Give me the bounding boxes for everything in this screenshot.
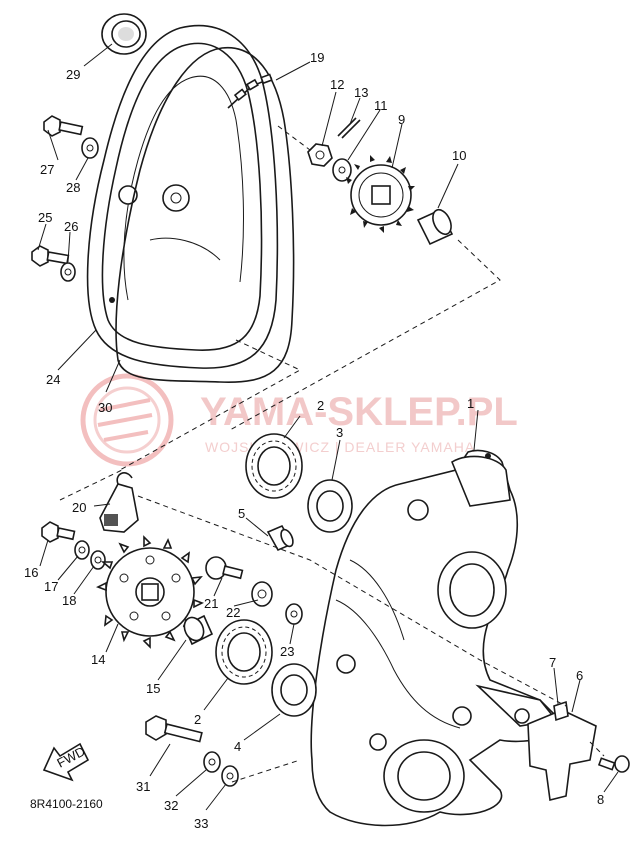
chain-19 xyxy=(227,73,273,109)
bolt-25 xyxy=(31,245,70,267)
callout-9: 9 xyxy=(398,112,405,127)
bolt-16 xyxy=(41,521,76,543)
callout-26: 26 xyxy=(64,219,78,234)
fwd-arrow-icon: FWD xyxy=(42,742,90,782)
bolt-8 xyxy=(597,755,630,773)
callout-29: 29 xyxy=(66,67,80,82)
washer-33 xyxy=(221,765,239,787)
sprocket-9 xyxy=(346,155,415,233)
callout-14: 14 xyxy=(91,652,105,667)
watermark-logo xyxy=(80,373,174,467)
washer-28 xyxy=(81,137,99,159)
callout-10: 10 xyxy=(452,148,466,163)
cotter-pin-13 xyxy=(337,117,361,139)
callout-leaders xyxy=(37,43,619,811)
washer-22 xyxy=(251,581,273,607)
callout-27: 27 xyxy=(40,162,54,177)
callout-7: 7 xyxy=(549,655,556,670)
callout-28: 28 xyxy=(66,180,80,195)
callout-20: 20 xyxy=(72,500,86,515)
watermark: YAMA-SKLEP.PL WOJSKI ŁOWICZ | DEALER YAM… xyxy=(80,373,518,467)
alignment-lines-lower xyxy=(59,469,605,783)
washer-23 xyxy=(285,603,303,625)
bolt-21 xyxy=(205,556,244,580)
nut-12 xyxy=(307,143,333,167)
callout-19: 19 xyxy=(310,50,324,65)
callout-numbers: 1 2 2 3 4 5 6 7 8 9 10 11 12 13 14 15 16… xyxy=(24,50,604,831)
diagram-code: 8R4100-2160 xyxy=(30,797,103,811)
callout-24: 24 xyxy=(46,372,60,387)
callout-22: 22 xyxy=(226,605,240,620)
callout-33: 33 xyxy=(194,816,208,831)
callout-2-lower: 2 xyxy=(194,712,201,727)
callout-3: 3 xyxy=(336,425,343,440)
tensioner-20 xyxy=(99,472,139,533)
washer-26 xyxy=(60,262,76,282)
washer-17 xyxy=(74,540,90,560)
callout-23: 23 xyxy=(280,644,294,659)
bushing-5 xyxy=(266,524,294,552)
callout-6: 6 xyxy=(576,668,583,683)
collar-10 xyxy=(416,208,454,246)
callout-4: 4 xyxy=(234,739,241,754)
callout-32: 32 xyxy=(164,798,178,813)
watermark-title: YAMA-SKLEP.PL xyxy=(200,390,518,434)
alignment-lines-upper xyxy=(119,125,501,471)
callout-11: 11 xyxy=(374,98,388,113)
callout-8: 8 xyxy=(597,792,604,807)
callout-12: 12 xyxy=(330,77,344,92)
callout-25: 25 xyxy=(38,210,52,225)
washer-32 xyxy=(203,751,221,773)
callout-17: 17 xyxy=(44,579,58,594)
callout-2-upper: 2 xyxy=(317,398,324,413)
bearing-2-lower xyxy=(215,619,273,685)
callout-5: 5 xyxy=(238,506,245,521)
gasket xyxy=(115,46,295,383)
callout-16: 16 xyxy=(24,565,38,580)
callout-31: 31 xyxy=(136,779,150,794)
housing-1 xyxy=(310,449,561,827)
callout-30: 30 xyxy=(98,400,112,415)
callout-21: 21 xyxy=(204,596,218,611)
washer-11 xyxy=(332,158,352,182)
bearing-2-upper xyxy=(245,433,303,499)
callout-15: 15 xyxy=(146,681,160,696)
oil-seal-29 xyxy=(101,13,147,55)
plate-7 xyxy=(553,700,569,722)
callout-13: 13 xyxy=(354,85,368,100)
washer-18 xyxy=(90,550,106,570)
callout-1: 1 xyxy=(467,396,474,411)
bolt-31 xyxy=(145,715,203,743)
callout-18: 18 xyxy=(62,593,76,608)
bolt-27 xyxy=(43,115,84,137)
oil-seal-4 xyxy=(271,663,317,717)
bracket-6 xyxy=(527,709,597,801)
oil-seal-3 xyxy=(307,479,353,533)
collar-15 xyxy=(182,614,214,646)
